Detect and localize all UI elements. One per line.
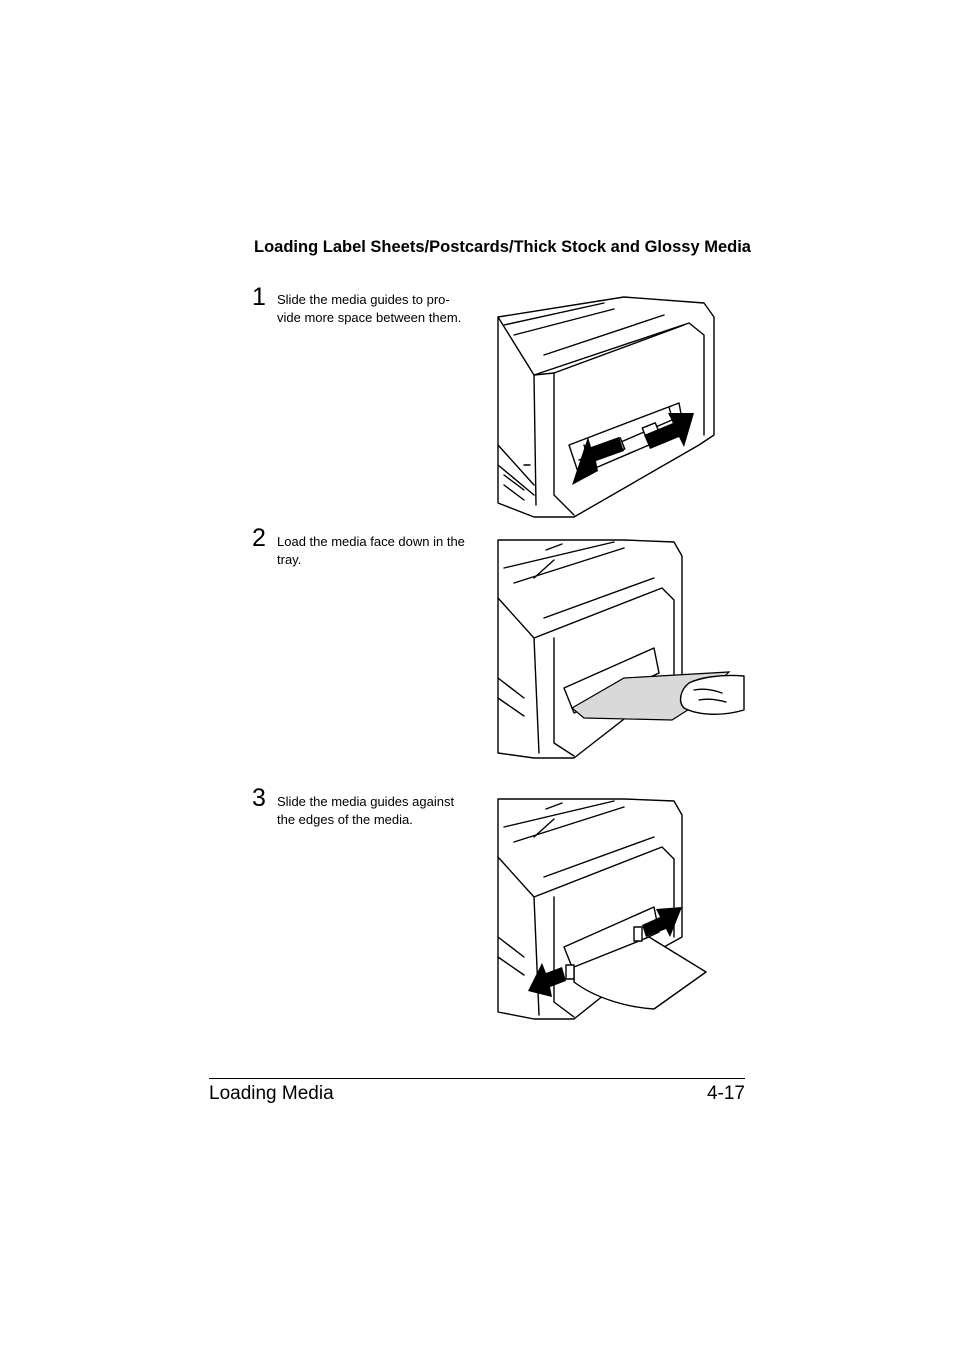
step-3-number: 3 xyxy=(252,784,266,812)
step-3-text: Slide the media guides against the edges… xyxy=(277,793,492,829)
step-1-text-line1: Slide the media guides to pro- xyxy=(277,292,450,307)
footer-chapter: Loading Media xyxy=(209,1083,334,1104)
step-2-text-line1: Load the media face down in the xyxy=(277,534,465,549)
figure-load-media xyxy=(497,539,745,759)
step-3-text-line2: the edges of the media. xyxy=(277,812,413,827)
step-2-text: Load the media face down in the tray. xyxy=(277,533,492,569)
step-1-number: 1 xyxy=(252,283,266,311)
footer-page-number: 4-17 xyxy=(706,1083,745,1104)
step-1-text-line2: vide more space between them. xyxy=(277,310,462,325)
step-1-text: Slide the media guides to pro- vide more… xyxy=(277,291,492,327)
figure-slide-guides-apart xyxy=(497,296,715,518)
step-2-number: 2 xyxy=(252,524,266,552)
section-title: Loading Label Sheets/Postcards/Thick Sto… xyxy=(254,238,751,256)
step-2-text-line2: tray. xyxy=(277,552,302,567)
step-3-text-line1: Slide the media guides against xyxy=(277,794,455,809)
footer-rule xyxy=(209,1078,745,1079)
figure-slide-guides-against-media xyxy=(497,798,707,1020)
